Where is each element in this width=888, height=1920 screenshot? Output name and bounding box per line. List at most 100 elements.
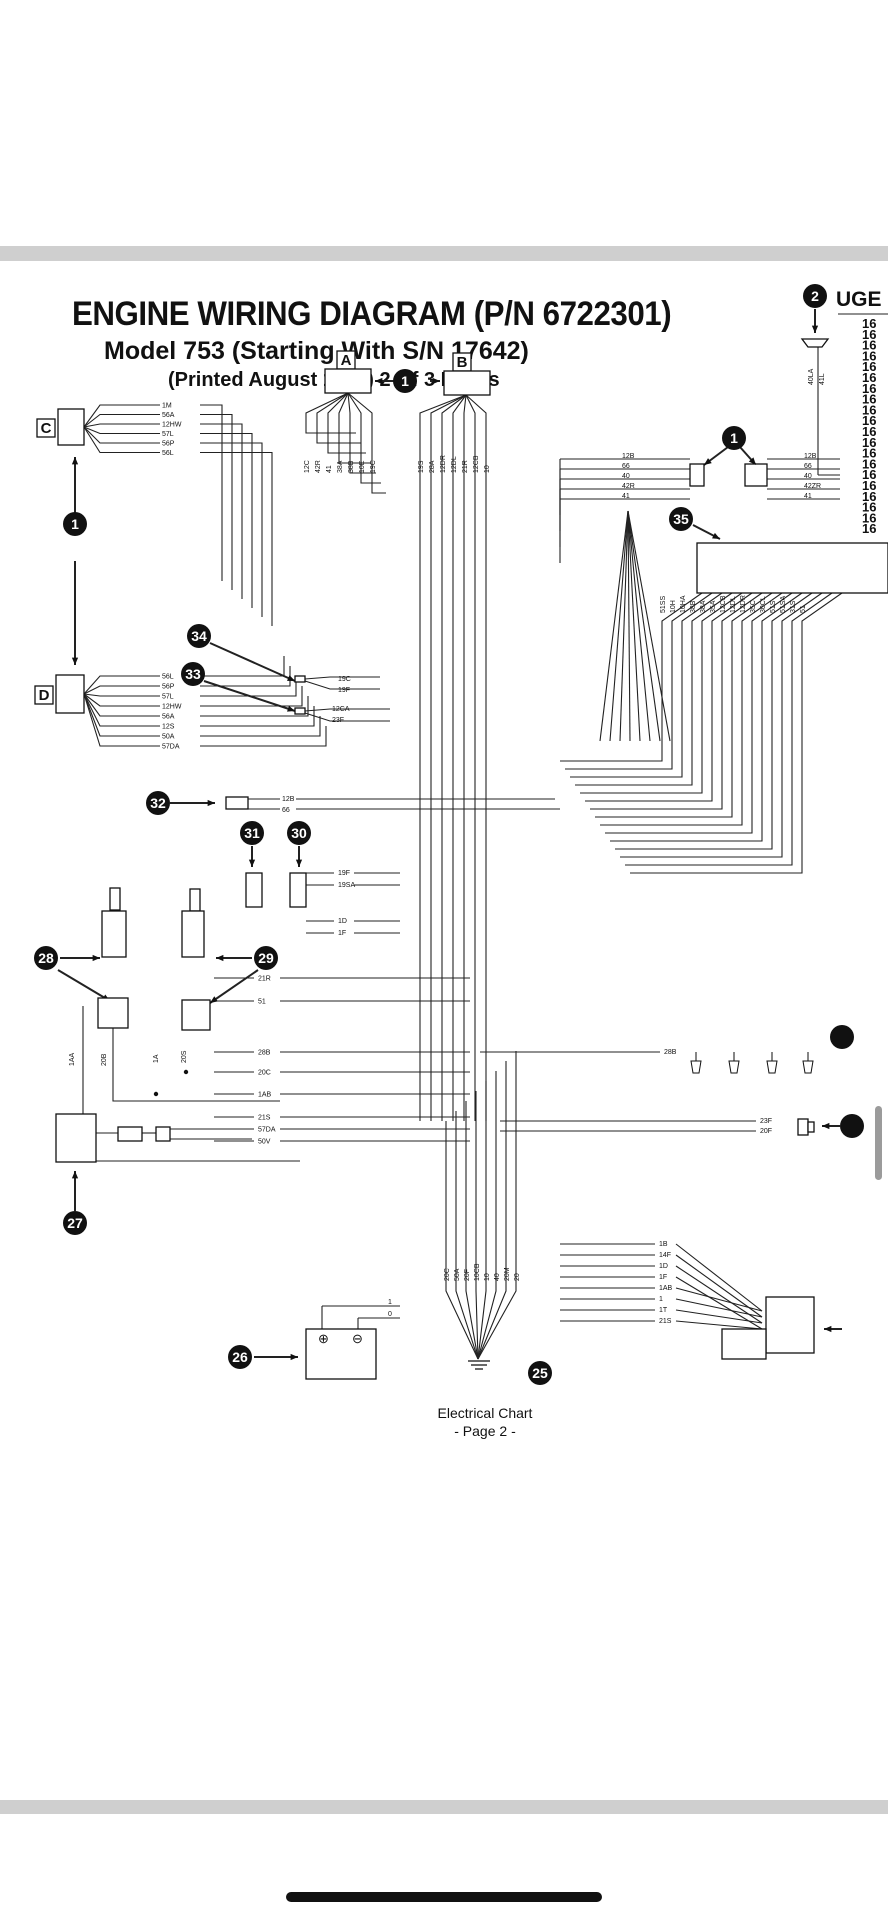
- callout-1-left: 1: [63, 512, 87, 536]
- callout-29: 29: [254, 946, 278, 970]
- wire: [83, 693, 160, 737]
- callout-33: 33: [181, 662, 205, 686]
- callout-26-number: 26: [232, 1349, 248, 1365]
- wire: [580, 592, 743, 794]
- home-indicator[interactable]: [286, 1892, 602, 1902]
- wire-label-vertical: 38B: [348, 460, 355, 473]
- wire: [83, 413, 160, 428]
- sender-0: [690, 1060, 702, 1074]
- connector-c-letter: C: [41, 420, 52, 437]
- wire: [627, 510, 671, 742]
- wire: [200, 656, 285, 677]
- wire: [83, 685, 160, 695]
- arrow-34-head: [287, 675, 295, 681]
- wire: [347, 392, 386, 494]
- gauge-sender: [800, 338, 830, 348]
- wire-label-vertical: 28A: [429, 460, 436, 473]
- wire: [619, 510, 629, 742]
- wire: [675, 1309, 763, 1324]
- wire-label-vertical: 38A: [337, 460, 344, 473]
- callout-1-top-circle: [393, 369, 417, 393]
- wire-label-vertical: 31S: [790, 600, 797, 613]
- connector-a-body: [324, 368, 372, 394]
- wire-label: 28B: [664, 1049, 677, 1056]
- wire: [560, 592, 703, 762]
- wire: [627, 510, 641, 742]
- scrollbar-thumb[interactable]: [875, 1106, 882, 1180]
- wire: [83, 693, 160, 697]
- callout-33-circle: [181, 662, 205, 686]
- wire-label-vertical: 20: [514, 1273, 521, 1281]
- callout-1-top-number: 1: [401, 373, 409, 389]
- solenoid-right-cap: [189, 888, 201, 912]
- callout-2-circle: [803, 284, 827, 308]
- wire-label-vertical: 20M: [504, 1267, 511, 1281]
- callout-35-number: 35: [673, 511, 689, 527]
- callout-27-circle: [63, 1211, 87, 1235]
- gauge-column-value: 16: [862, 510, 876, 525]
- wire: [304, 680, 380, 690]
- arrow-31-head: [248, 859, 256, 867]
- wire: [627, 510, 651, 742]
- wire: [200, 404, 223, 581]
- wire-label: 19F: [338, 687, 350, 694]
- arrow-plug-right-head: [748, 457, 756, 465]
- gauge-column-value: 16: [862, 316, 876, 331]
- wire-label: 51: [258, 999, 266, 1006]
- wire: [83, 404, 160, 428]
- wire-label: 57L: [162, 694, 174, 701]
- wire-label: 12B: [622, 453, 635, 460]
- wire: [200, 666, 291, 687]
- wire-bundle: [57, 309, 888, 1360]
- ground-symbol: [468, 1360, 490, 1370]
- sender-2: [766, 1060, 778, 1074]
- wire-label: 57DA: [162, 744, 180, 751]
- wire: [455, 1111, 479, 1360]
- sensor-right-tip: [807, 1121, 815, 1133]
- wire: [200, 423, 243, 599]
- relay-28: [97, 997, 129, 1029]
- wire: [477, 1061, 507, 1360]
- arrow-33-head: [287, 705, 295, 712]
- gauge-column-value: 16: [862, 370, 876, 385]
- relay-30: [289, 872, 307, 908]
- right-plug-left: [689, 463, 705, 487]
- callout-25: 25: [528, 1361, 552, 1385]
- wire: [599, 510, 629, 742]
- callout-1-top: 1: [393, 369, 417, 393]
- wire: [338, 392, 371, 464]
- wire-label: 66: [804, 463, 812, 470]
- wire: [304, 712, 390, 722]
- wire: [465, 394, 476, 1121]
- wire-label: 56L: [162, 674, 174, 681]
- wire-label: 1: [659, 1296, 663, 1303]
- wire: [570, 592, 723, 778]
- connector-a-label-letter: A: [341, 352, 352, 369]
- gauge-column-value: 16: [862, 489, 876, 504]
- gauge-column-value: 16: [862, 435, 876, 450]
- wire-label-vertical: 12CB: [720, 595, 727, 613]
- lower-right-plug: [721, 1328, 767, 1360]
- wire-label-vertical: 51: [800, 605, 807, 613]
- wire: [83, 693, 160, 717]
- wire: [304, 676, 380, 680]
- callout-2-number: 2: [811, 288, 819, 304]
- wire-label: 66: [622, 463, 630, 470]
- wire-label-vertical: 12DL: [730, 596, 737, 613]
- callout-34: 34: [187, 624, 211, 648]
- wire: [445, 1121, 479, 1360]
- connector-c-box: [36, 418, 56, 438]
- wire: [200, 413, 233, 590]
- gauge-column-value: 16: [862, 381, 876, 396]
- wire: [200, 676, 297, 697]
- wire-label-vertical: 35C: [750, 600, 757, 613]
- gauge-column-value: 16: [862, 327, 876, 342]
- callout-1-right-number: 1: [730, 430, 738, 446]
- wire-label: 23F: [760, 1118, 772, 1125]
- wire-label-vertical: 21R: [462, 460, 469, 473]
- callout-edge-a: [830, 1025, 854, 1049]
- gauge-column-value: 16: [862, 413, 876, 428]
- wire: [590, 592, 763, 810]
- wire-label: 57L: [162, 431, 174, 438]
